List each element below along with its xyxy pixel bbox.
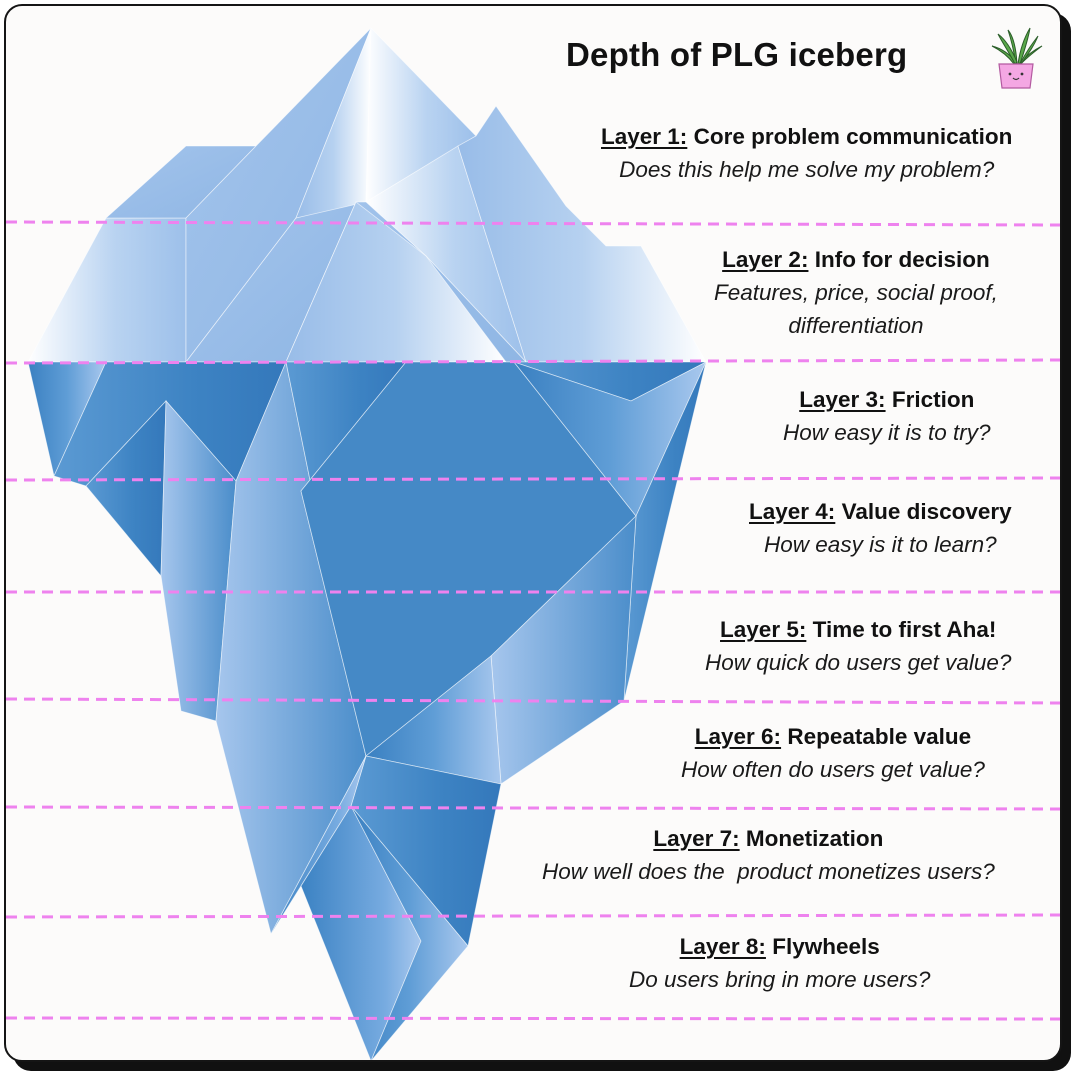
layer-name: Core problem communication — [693, 124, 1013, 149]
layer-8: Layer 8: Flywheels Do users bring in mor… — [629, 930, 930, 996]
layer-6: Layer 6: Repeatable value How often do u… — [681, 720, 985, 786]
infographic-card: Depth of PLG iceberg Layer 1: Core probl… — [4, 4, 1062, 1062]
page-title: Depth of PLG iceberg — [566, 36, 908, 73]
layer-name: Repeatable value — [787, 724, 972, 749]
layer-number: Layer 3: — [799, 387, 886, 412]
layer-number: Layer 6: — [694, 724, 782, 749]
iceberg-facet — [350, 805, 469, 1060]
layer-question: Features, price, social proof, — [714, 280, 998, 305]
layer-name: Time to first Aha! — [812, 617, 997, 642]
layer-name: Flywheels — [772, 934, 880, 959]
layer-name: Monetization — [745, 826, 884, 851]
layer-question: How quick do users get value? — [705, 650, 1012, 675]
layer-question: How easy it is to try? — [783, 420, 991, 445]
layer-7: Layer 7: Monetization How well does the … — [542, 822, 995, 888]
layer-question: Do users bring in more users? — [629, 967, 931, 992]
layer-5: Layer 5: Time to first Aha! How quick do… — [705, 613, 1011, 679]
iceberg-facet — [27, 217, 187, 363]
layer-question: How easy is it to learn? — [764, 532, 997, 557]
layer-number: Layer 8: — [679, 934, 766, 959]
layer-number: Layer 1: — [601, 124, 688, 149]
layer-number: Layer 5: — [720, 617, 807, 642]
layer-number: Layer 2: — [722, 247, 809, 272]
layer-question: How well does the product monetizes user… — [542, 859, 995, 884]
layer-name: Friction — [891, 387, 975, 412]
layer-question: Does this help me solve my problem? — [619, 157, 995, 182]
layer-question: How often do users get value? — [681, 757, 985, 782]
layer-2: Layer 2: Info for decision Features, pri… — [714, 243, 998, 342]
layer-name: Info for decision — [814, 247, 990, 272]
layer-4: Layer 4: Value discovery How easy is it … — [749, 495, 1012, 561]
layer-question: differentiation — [788, 313, 924, 338]
layer-name: Value discovery — [841, 499, 1012, 524]
layer-3: Layer 3: Friction How easy it is to try? — [783, 383, 991, 449]
layer-number: Layer 7: — [653, 826, 740, 851]
potted-plant-icon — [991, 27, 1043, 89]
layer-1: Layer 1: Core problem communication Does… — [601, 120, 1012, 186]
layer-number: Layer 4: — [749, 499, 836, 524]
